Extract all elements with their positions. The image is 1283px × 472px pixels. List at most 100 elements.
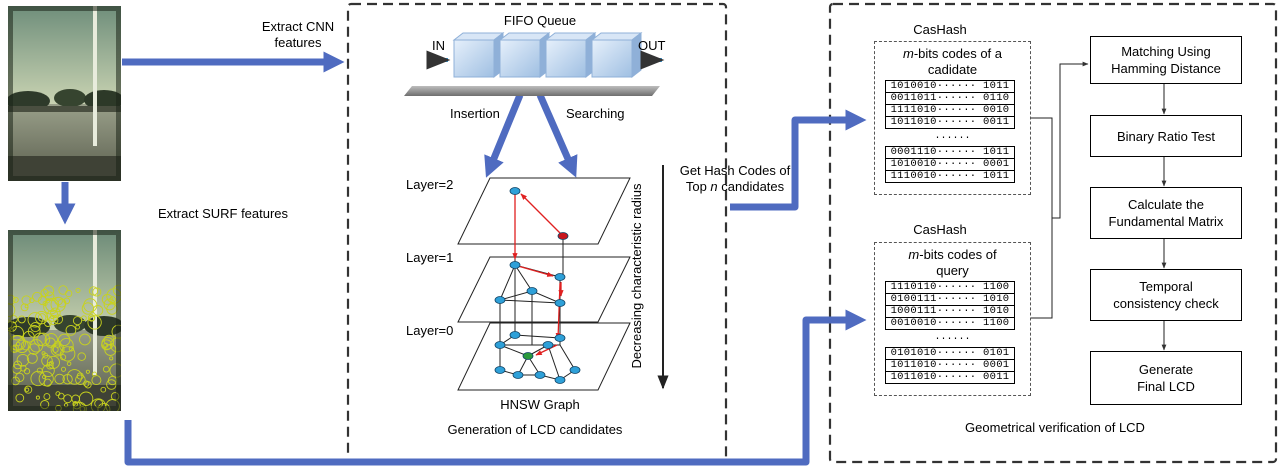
surf-keypoint (85, 369, 90, 374)
surf-keypoint (54, 296, 63, 306)
surf-keypoint (42, 300, 48, 307)
surf-keypoint (35, 395, 40, 400)
insertion-label: Insertion (450, 106, 500, 121)
surf-keypoint (46, 355, 60, 369)
surf-keypoint (52, 344, 64, 355)
cand-title-rest: -bits codes of a (913, 46, 1002, 61)
surf-keypoint (45, 298, 51, 304)
step-hamming-matching: Matching Using Hamming Distance (1090, 36, 1242, 84)
arrow-searching (536, 93, 578, 178)
surf-keypoint (75, 287, 81, 293)
hash-codes-line1: Get Hash Codes of (679, 163, 791, 178)
searching-label: Searching (566, 106, 625, 121)
surf-keypoint (65, 324, 77, 336)
surf-keypoint (88, 286, 99, 296)
extract-cnn-label: Extract CNN features (261, 19, 335, 50)
surf-keypoint (17, 315, 26, 324)
extract-surf-label: Extract SURF features (158, 206, 289, 221)
code-row: 1011010······ 0011 (885, 371, 1015, 384)
layer1-label: Layer=1 (406, 250, 454, 265)
query-code-block: m-bits codes of query 1110110······ 1100… (874, 242, 1031, 396)
code-cell: 1010010······ 1011 (885, 80, 1015, 93)
step-fundamental-matrix: Calculate the Fundamental Matrix (1090, 187, 1242, 239)
cand-ellipsis: ······ (934, 133, 971, 144)
surf-keypoint (78, 391, 94, 406)
code-row: 0100111······ 1010 (885, 293, 1015, 306)
cand-title-line2: cadidate (927, 62, 978, 77)
code-row: 1000111······ 1010 (885, 305, 1015, 318)
hash-codes-line2-b: candidates (717, 179, 785, 194)
surf-keypoint (72, 316, 83, 326)
candidate-code-block: m-bits codes of a cadidate 1010010······… (874, 41, 1031, 195)
surf-keypoint (43, 299, 59, 315)
surf-keypoint (49, 314, 55, 319)
lcd-panel-caption: Generation of LCD candidates (447, 422, 623, 437)
surf-keypoint (66, 361, 72, 366)
surf-keypoint (77, 352, 86, 361)
layer0-label: Layer=0 (406, 323, 454, 338)
surf-keypoint (58, 333, 71, 347)
surf-keypoint (66, 369, 83, 385)
surf-keypoint (83, 380, 90, 387)
surf-keypoint (54, 373, 65, 385)
surf-keypoint (44, 319, 52, 327)
lcd-panel-border (346, 2, 728, 464)
query-title-rest: -bits codes of (919, 247, 997, 262)
query-cashash-header: CasHash (913, 222, 967, 237)
code-cell: 1011010······ 0011 (885, 371, 1015, 384)
surf-keypoint (58, 285, 68, 295)
surf-keypoint (92, 305, 104, 316)
surf-keypoint (38, 371, 54, 387)
code-cell: 0011011······ 0110 (885, 92, 1015, 105)
surf-keypoint (20, 303, 29, 312)
surf-keypoint (24, 387, 30, 392)
query-codes-bottom: 0101010······ 0101 1011010······ 0001 10… (885, 347, 1015, 384)
step-generate-final-lcd: Generate Final LCD (1090, 351, 1242, 405)
code-cell: 0001110······ 1011 (885, 146, 1015, 159)
cand-title-m: m (903, 46, 914, 61)
surf-keypoint (75, 324, 80, 330)
surf-keypoint (101, 337, 114, 350)
surf-keypoint (52, 346, 59, 353)
code-row: 1010010······ 1011 (885, 80, 1015, 93)
surf-keypoint (44, 333, 58, 347)
surf-keypoint (42, 364, 55, 377)
code-row: 1011010······ 0011 (885, 116, 1015, 129)
cand-codes-bottom: 0001110······ 1011 1010010······ 0001 11… (885, 146, 1015, 183)
code-row: 0101010······ 0101 (885, 347, 1015, 360)
code-row: 0011011······ 0110 (885, 92, 1015, 105)
code-cell: 0101010······ 0101 (885, 347, 1015, 360)
surf-keypoint (75, 374, 86, 385)
code-cell: 1010010······ 0001 (885, 158, 1015, 171)
code-cell: 0100111······ 1010 (885, 293, 1015, 306)
surf-keypoint (26, 352, 38, 364)
surf-keypoint (40, 288, 49, 297)
surf-keypoint (50, 342, 65, 357)
surf-keypoint (87, 314, 96, 322)
code-row: 1010010······ 0001 (885, 158, 1015, 171)
step-binary-ratio-test: Binary Ratio Test (1090, 115, 1242, 157)
surf-keypoint (102, 365, 110, 373)
surf-keypoint (103, 334, 115, 346)
surf-keypoint (43, 393, 51, 401)
hash-codes-line2-n: n (710, 179, 718, 194)
query-photo (8, 6, 121, 181)
surf-keypoint (12, 296, 19, 303)
surf-photo (8, 230, 121, 411)
geo-panel-caption: Geometrical verification of LCD (965, 420, 1145, 435)
surf-keypoint (100, 386, 107, 393)
query-ellipsis: ······ (934, 334, 971, 345)
surf-keypoint (43, 285, 55, 297)
surf-keypoint (81, 315, 87, 322)
hash-codes-label: Get Hash Codes of Top n candidates (670, 163, 800, 195)
geo-panel-border (828, 2, 1278, 464)
surf-keypoint (29, 339, 44, 353)
surf-keypoint (109, 356, 114, 361)
cand-codes-top: 1010010······ 1011 0011011······ 0110 11… (885, 80, 1015, 129)
code-row: 1110110······ 1100 (885, 281, 1015, 294)
surf-keypoint (32, 291, 42, 302)
surf-keypoint (42, 374, 47, 380)
hnsw-graph-title: HNSW Graph (500, 397, 580, 412)
